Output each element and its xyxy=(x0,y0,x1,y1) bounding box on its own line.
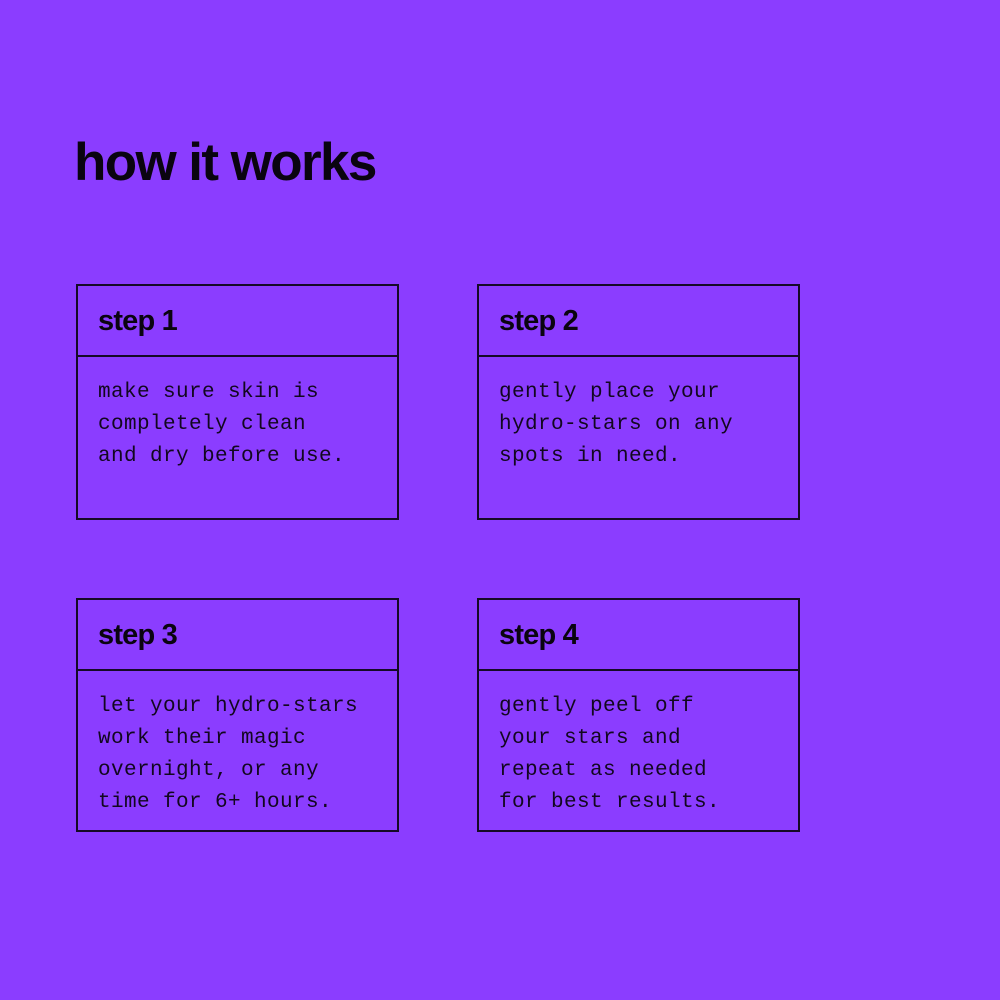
step-card-1-label: step 1 xyxy=(98,304,178,337)
step-card-2-label: step 2 xyxy=(499,304,579,337)
step-card-4-body-line: your stars and xyxy=(499,727,682,750)
step-card-4-header: step 4 xyxy=(479,600,798,671)
step-card-4-body-line: gently peel off xyxy=(499,695,695,718)
step-card-3-body-line: let your hydro-stars xyxy=(98,695,359,718)
step-card-1-body-line: completely clean xyxy=(98,413,307,436)
step-card-2-body-line: spots in need. xyxy=(499,445,682,468)
step-card-3-body-line: time for 6+ hours. xyxy=(98,791,333,814)
step-card-1-header: step 1 xyxy=(78,286,397,357)
step-card-4-body-line: repeat as needed xyxy=(499,759,708,782)
step-card-4-body-line: for best results. xyxy=(499,791,721,814)
step-card-4: step 4 gently peel off your stars and re… xyxy=(477,598,800,832)
step-card-1-body-line: and dry before use. xyxy=(98,445,346,468)
step-card-1-body-line: make sure skin is xyxy=(98,381,320,404)
step-card-4-label: step 4 xyxy=(499,618,579,651)
step-card-2-body-line: gently place your xyxy=(499,381,721,404)
page-title: how it works xyxy=(74,132,377,192)
step-card-3-label: step 3 xyxy=(98,618,178,651)
step-card-3-body: let your hydro-stars work their magic ov… xyxy=(78,671,397,830)
steps-grid: step 1 make sure skin is completely clea… xyxy=(76,284,800,832)
step-card-3-body-line: overnight, or any xyxy=(98,759,320,782)
step-card-4-body: gently peel off your stars and repeat as… xyxy=(479,671,798,830)
step-card-3: step 3 let your hydro-stars work their m… xyxy=(76,598,399,832)
step-card-2-body: gently place your hydro-stars on any spo… xyxy=(479,357,798,518)
step-card-2: step 2 gently place your hydro-stars on … xyxy=(477,284,800,520)
step-card-3-header: step 3 xyxy=(78,600,397,671)
step-card-2-body-line: hydro-stars on any xyxy=(499,413,734,436)
step-card-1: step 1 make sure skin is completely clea… xyxy=(76,284,399,520)
step-card-2-header: step 2 xyxy=(479,286,798,357)
step-card-1-body: make sure skin is completely clean and d… xyxy=(78,357,397,518)
step-card-3-body-line: work their magic xyxy=(98,727,307,750)
